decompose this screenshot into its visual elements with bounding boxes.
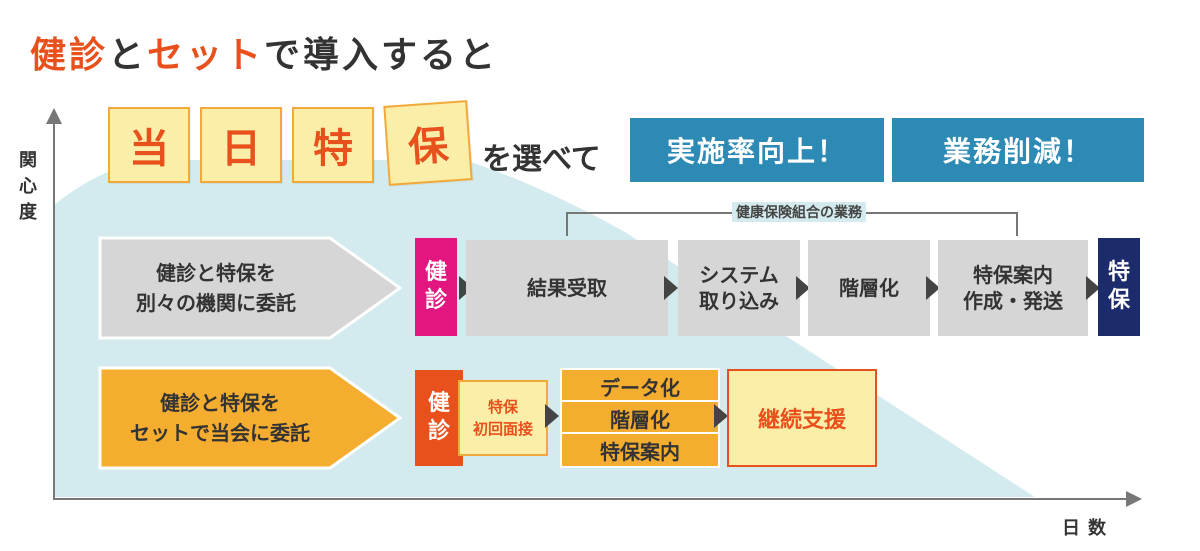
y-axis-label-char: 心 bbox=[19, 176, 37, 197]
arrow-right-icon bbox=[664, 276, 678, 300]
row2-kenshin-char: 健 bbox=[427, 391, 450, 416]
row2-lead-text: 健診と特保を セットで当会に委託 bbox=[100, 368, 340, 468]
row2-kenshin-char: 診 bbox=[427, 419, 450, 444]
y-axis-arrow-icon bbox=[46, 108, 62, 124]
first-interview-box: 特保 初回面接 bbox=[458, 380, 548, 456]
step-system-import: システム 取り込み bbox=[678, 240, 800, 336]
benefit-work-reduction: 業務削減！ bbox=[892, 118, 1144, 182]
step-label: システム bbox=[699, 263, 779, 287]
y-axis-label: 関 心 度 bbox=[16, 148, 40, 226]
row2-lead-line: 健診と特保を bbox=[160, 391, 280, 415]
title-kenshin: 健診 bbox=[30, 35, 109, 76]
step-result-receive: 結果受取 bbox=[466, 240, 668, 336]
arrow-right-icon bbox=[714, 404, 728, 428]
row1-kenshin-char: 健 bbox=[424, 260, 447, 285]
step-label: 取り込み bbox=[699, 289, 779, 313]
step-guide-send: 特保案内 作成・発送 bbox=[938, 240, 1088, 336]
bracket-label: 健康保険組合の業務 bbox=[666, 202, 932, 222]
tag-tile-nichi: 日 bbox=[200, 107, 282, 183]
tag-tile-toku: 特 bbox=[292, 107, 374, 183]
arrow-right-icon bbox=[796, 276, 810, 300]
row1-lead-text: 健診と特保を 別々の機関に委託 bbox=[100, 238, 332, 338]
stack-stratification: 階層化 bbox=[560, 400, 720, 436]
arrow-right-icon bbox=[1086, 276, 1100, 300]
interview-label: 初回面接 bbox=[472, 420, 533, 438]
arrow-right-icon bbox=[545, 404, 559, 428]
row2-lead-line: セットで当会に委託 bbox=[130, 421, 310, 445]
y-axis-label-char: 度 bbox=[19, 202, 37, 223]
row2-kenshin-box: 健 診 bbox=[415, 370, 463, 466]
x-axis-label: 日数 bbox=[1062, 518, 1114, 539]
step-label: 結果受取 bbox=[527, 276, 607, 300]
arrow-right-icon bbox=[926, 276, 940, 300]
row1-kenshin-box: 健 診 bbox=[415, 238, 457, 336]
row1-tokuho-char: 特 bbox=[1107, 260, 1130, 285]
title-to: と bbox=[108, 35, 148, 76]
tag-tile-to: 当 bbox=[108, 107, 190, 183]
x-axis-arrow-icon bbox=[1126, 491, 1142, 507]
stack-data-entry: データ化 bbox=[560, 368, 720, 404]
page-title: 健診とセットで導入すると bbox=[30, 26, 498, 78]
step-label: 特保案内 bbox=[973, 263, 1053, 287]
tag-tile-ho: 保 bbox=[383, 100, 473, 186]
row2-lead-arrow bbox=[98, 366, 403, 470]
stack-guide: 特保案内 bbox=[560, 432, 720, 468]
row1-lead-line: 健診と特保を bbox=[156, 261, 276, 285]
title-rest: で導入すると bbox=[264, 35, 499, 76]
continuous-support-box: 継続支援 bbox=[727, 369, 877, 467]
row1-tokuho-box: 特 保 bbox=[1098, 238, 1140, 336]
row1-lead-arrow bbox=[98, 236, 403, 340]
interview-label: 特保 bbox=[487, 398, 518, 416]
step-label: 階層化 bbox=[839, 276, 899, 300]
y-axis-label-char: 関 bbox=[19, 150, 37, 171]
step-label: 作成・発送 bbox=[963, 289, 1063, 313]
step-stratification: 階層化 bbox=[808, 240, 930, 336]
title-set: セット bbox=[147, 35, 265, 76]
row1-tokuho-char: 保 bbox=[1107, 288, 1130, 313]
bracket-label-text: 健康保険組合の業務 bbox=[732, 202, 866, 222]
tag-suffix: を選べて bbox=[482, 142, 601, 177]
row1-lead-line: 別々の機関に委託 bbox=[136, 291, 296, 315]
row1-kenshin-char: 診 bbox=[424, 288, 447, 313]
benefit-rate-up: 実施率向上！ bbox=[630, 118, 884, 182]
